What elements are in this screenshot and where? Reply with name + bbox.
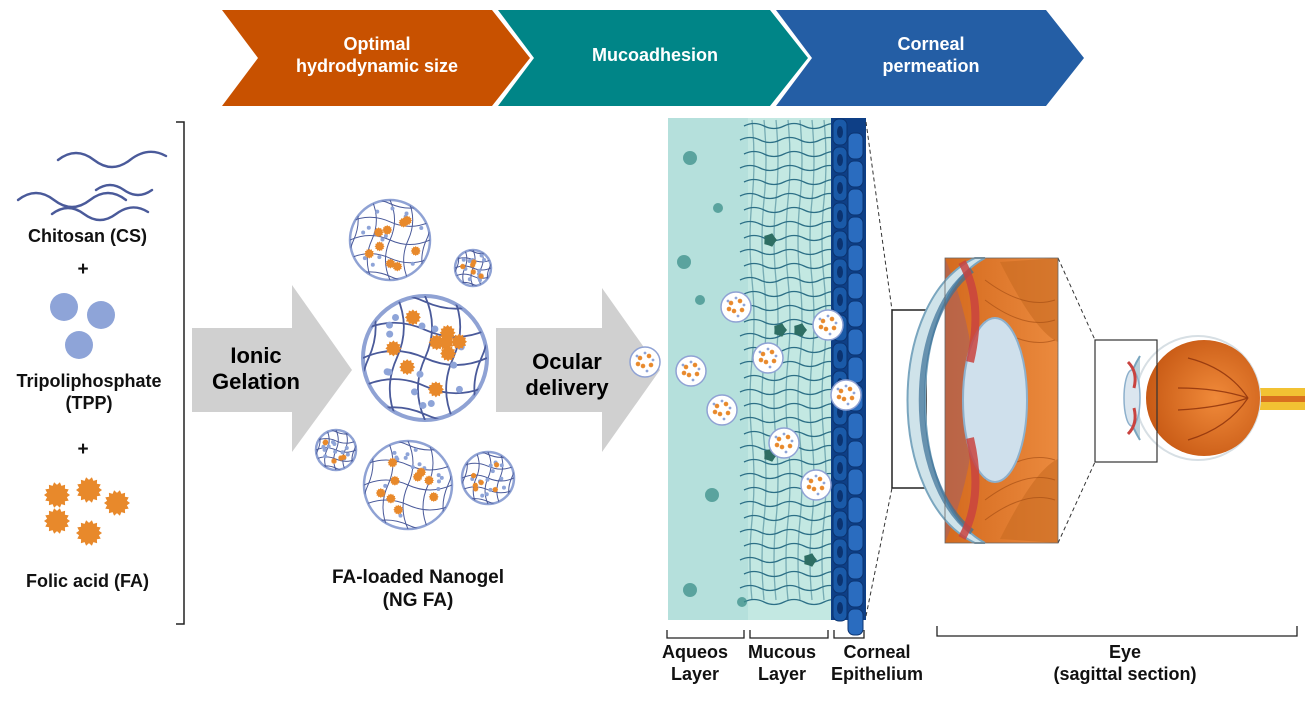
eye-zoom-box — [1094, 339, 1158, 463]
process-steps — [222, 10, 1084, 106]
nanogel-particle — [314, 428, 358, 472]
step-label-size: Optimal hydrodynamic size — [295, 34, 459, 76]
nanogel-particle — [629, 346, 661, 378]
chitosan-label: Chitosan (CS) — [28, 226, 147, 246]
step-chevron-mucoadhesion — [498, 10, 808, 106]
mucous-layer-label: Mucous Layer — [747, 642, 816, 684]
cornea-tissue-panel — [629, 118, 866, 636]
ionic-gelation-arrow — [192, 285, 352, 452]
nanogel-label: FA-loaded Nanogel (NG FA) — [331, 567, 505, 611]
nanogel-particle — [720, 291, 752, 323]
eye-sagittal-icon — [1123, 335, 1305, 461]
corneal-epithelium-cells — [831, 118, 866, 636]
nanogel-particle — [800, 469, 832, 501]
nanogel-particle — [768, 427, 800, 459]
eye-section-label: Eye (sagittal section) — [1053, 642, 1197, 684]
ionic-gelation-label: Ionic Gelation — [211, 343, 300, 395]
step-chevron-size — [222, 10, 530, 106]
step-label-permeation: Corneal permeation — [882, 34, 980, 76]
zoom-lines — [865, 121, 1096, 617]
nanogel-particle — [812, 309, 844, 341]
nanogel-particle — [830, 379, 862, 411]
nanogel-particle — [348, 198, 432, 282]
step-label-mucoadhesion: Mucoadhesion — [591, 45, 718, 65]
folic-acid-label: Folic acid (FA) — [25, 571, 149, 591]
lens-magnified — [962, 317, 1028, 483]
chitosan-chains-icon — [16, 150, 168, 222]
nanogel-particle — [453, 248, 493, 288]
nanogel-particle — [675, 355, 707, 387]
nanogel-particle — [752, 342, 784, 374]
nanogel-particle — [460, 450, 516, 506]
anterior-eye-magnified — [945, 258, 1058, 543]
ingredients-bracket — [176, 121, 185, 625]
aqueous-layer-label: Aqueos Layer — [661, 642, 728, 684]
ocular-delivery-label: Ocular delivery — [525, 349, 609, 401]
nanogel-particle — [706, 394, 738, 426]
corneal-epithelium-label: Corneal Epithelium — [830, 642, 923, 684]
ocular-delivery-arrow — [496, 288, 660, 452]
nanogel-particle — [361, 294, 489, 422]
folic-acid-icon — [44, 477, 130, 546]
layer-brackets — [666, 626, 1298, 639]
nanogel-particle — [362, 439, 454, 531]
tpp-label: Tripoliphosphate (TPP) — [16, 371, 162, 413]
tpp-spheres-icon — [50, 293, 115, 359]
plus-sign: + — [77, 439, 89, 460]
plus-sign: + — [77, 259, 89, 280]
step-chevron-permeation — [776, 10, 1084, 106]
